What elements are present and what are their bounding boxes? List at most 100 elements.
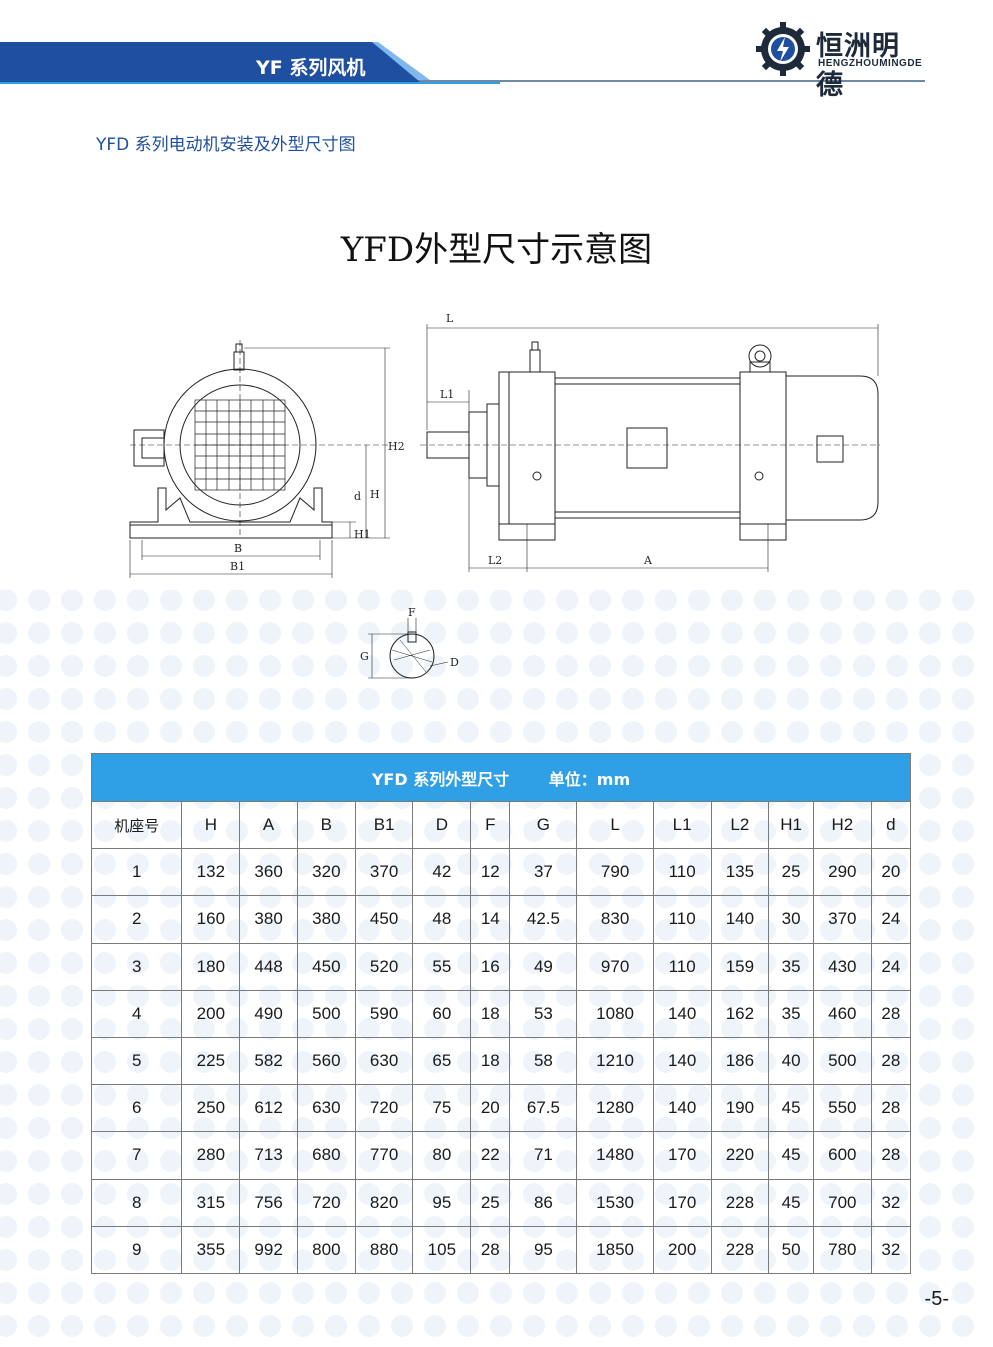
table-cell: 60 (412, 989, 472, 1038)
dim-label-b: B (234, 542, 242, 555)
table-cell: 1530 (576, 1178, 654, 1227)
table-cell: 110 (652, 848, 712, 897)
table-cell: 16 (470, 942, 511, 991)
table-cell: 28 (870, 1131, 912, 1180)
table-cell: 380 (296, 895, 356, 944)
table-cell: 4 (90, 989, 183, 1038)
table-cell: 380 (239, 895, 298, 944)
table-cell: 170 (652, 1178, 712, 1227)
table-cell: 75 (412, 1084, 472, 1133)
dim-label-b1: B1 (230, 560, 245, 573)
table-cell: 30 (768, 895, 814, 944)
table-cell: 110 (652, 942, 712, 991)
table-cell: 600 (812, 1131, 872, 1180)
table-cell: 700 (812, 1178, 872, 1227)
header-band (0, 42, 500, 84)
table-cell: 95 (412, 1178, 472, 1227)
table-cell: 280 (181, 1131, 241, 1180)
table-cell: 6 (90, 1084, 183, 1133)
table-cell: 370 (812, 895, 872, 944)
table-cell: 450 (296, 942, 356, 991)
table-cell: 3 (90, 942, 183, 991)
table-cell: 500 (812, 1036, 872, 1086)
table-cell: 250 (181, 1084, 241, 1133)
table-cell: 162 (710, 989, 770, 1038)
dim-label-g: G (360, 650, 369, 663)
table-cell: 32 (870, 1225, 912, 1274)
table-caption-title: YFD 系列外型尺寸 (371, 769, 510, 789)
column-header: H (181, 800, 241, 850)
table-cell: 45 (768, 1084, 814, 1133)
table-cell: 1 (90, 848, 183, 897)
dim-label-d-small: d (354, 490, 361, 503)
table-cell: 800 (296, 1225, 356, 1274)
table-cell: 430 (812, 942, 872, 991)
table-cell: 45 (768, 1131, 814, 1180)
table-cell: 780 (812, 1225, 872, 1274)
table-cell: 8 (90, 1178, 183, 1227)
dim-label-d: D (450, 656, 459, 669)
table-cell: 50 (768, 1225, 814, 1274)
table-cell: 20 (470, 1084, 511, 1133)
table-cell: 35 (768, 989, 814, 1038)
table-cell: 770 (354, 1131, 414, 1180)
header-rule (0, 80, 925, 82)
table-cell: 132 (181, 848, 241, 897)
table-cell: 140 (652, 1036, 712, 1086)
table-cell: 25 (768, 848, 814, 897)
table-caption-unit: 单位：mm (548, 769, 631, 789)
table-cell: 140 (652, 1084, 712, 1133)
column-header: A (239, 800, 298, 850)
dim-label-a: A (643, 554, 653, 567)
column-header: 机座号 (90, 800, 183, 850)
table-cell: 756 (239, 1178, 298, 1227)
table-cell: 228 (710, 1178, 770, 1227)
table-cell: 14 (470, 895, 511, 944)
table-cell: 720 (296, 1178, 356, 1227)
table-cell: 320 (296, 848, 356, 897)
table-cell: 450 (354, 895, 414, 944)
table-cell: 720 (354, 1084, 414, 1133)
table-cell: 55 (412, 942, 472, 991)
table-cell: 110 (652, 895, 712, 944)
table-cell: 35 (768, 942, 814, 991)
table-cell: 582 (239, 1036, 298, 1086)
table-cell: 135 (710, 848, 770, 897)
dimension-table: YFD 系列外型尺寸 单位：mm 机座号 H A B B1 D F G L L1… (90, 753, 912, 1274)
table-cell: 970 (576, 942, 654, 991)
table-cell: 186 (710, 1036, 770, 1086)
table-cell: 200 (181, 989, 241, 1038)
drawing-title: YFD外型尺寸示意图 (340, 230, 653, 270)
table-cell: 820 (354, 1178, 414, 1227)
table-cell: 86 (509, 1178, 578, 1227)
table-cell: 49 (509, 942, 578, 991)
table-cell: 1210 (576, 1036, 654, 1086)
table-cell: 560 (296, 1036, 356, 1086)
table-cell: 1280 (576, 1084, 654, 1133)
dim-label-h2: H2 (388, 440, 405, 453)
table-cell: 28 (870, 989, 912, 1038)
table-cell: 590 (354, 989, 414, 1038)
table-cell: 360 (239, 848, 298, 897)
table-cell: 105 (412, 1225, 472, 1274)
table-cell: 630 (296, 1084, 356, 1133)
page-number: -5- (924, 1288, 949, 1310)
column-header: G (509, 800, 578, 850)
table-cell: 160 (181, 895, 241, 944)
brand-logo: 恒洲明德 HENGZHOUMINGDE (756, 20, 926, 101)
motor-dimension-drawing: L L1 L2 A H H1 H2 d B B1 F G D (129, 312, 880, 679)
table-cell: 500 (296, 989, 356, 1038)
table-cell: 9 (90, 1225, 183, 1274)
table-cell: 1850 (576, 1225, 654, 1274)
table-cell: 24 (870, 895, 912, 944)
table-cell: 448 (239, 942, 298, 991)
table-cell: 24 (870, 942, 912, 991)
table-cell: 830 (576, 895, 654, 944)
dim-label-l2: L2 (488, 554, 502, 567)
